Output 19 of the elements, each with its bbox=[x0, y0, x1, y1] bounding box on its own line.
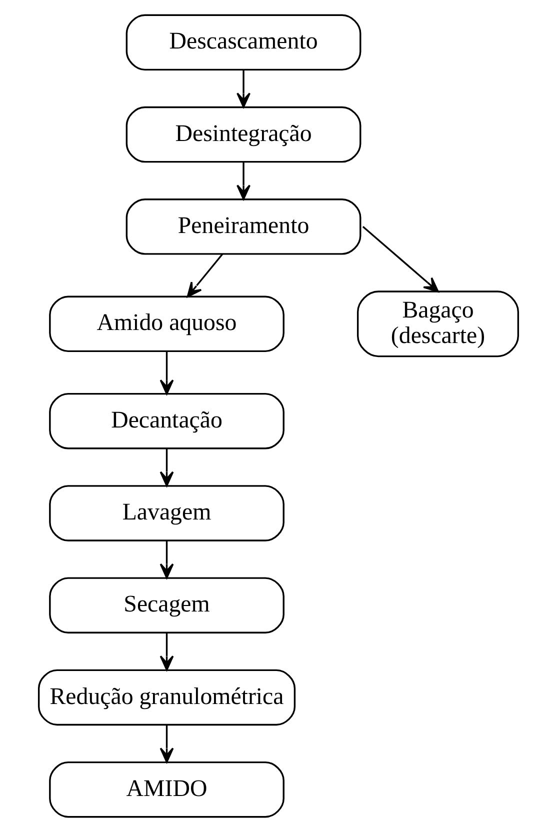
node-box: Bagaço (descarte) bbox=[356, 290, 520, 358]
node-box: Lavagem bbox=[49, 485, 284, 542]
arrow bbox=[362, 226, 439, 292]
arrow bbox=[160, 448, 174, 486]
arrow bbox=[236, 162, 251, 200]
arrow bbox=[160, 632, 174, 671]
node-box: AMIDO bbox=[49, 761, 284, 818]
node-box: Peneiramento bbox=[126, 198, 362, 255]
arrow bbox=[160, 351, 174, 395]
arrow bbox=[236, 70, 251, 108]
node-box: Secagem bbox=[49, 577, 284, 634]
node-box: Amido aquoso bbox=[49, 296, 284, 352]
node-box: Descascamento bbox=[126, 14, 362, 71]
arrow bbox=[160, 540, 174, 579]
node-box: Redução granulométrica bbox=[38, 669, 296, 726]
arrow bbox=[186, 253, 224, 298]
arrow bbox=[160, 724, 174, 763]
node-box: Desintegração bbox=[126, 106, 362, 163]
node-box: Decantação bbox=[49, 392, 284, 450]
